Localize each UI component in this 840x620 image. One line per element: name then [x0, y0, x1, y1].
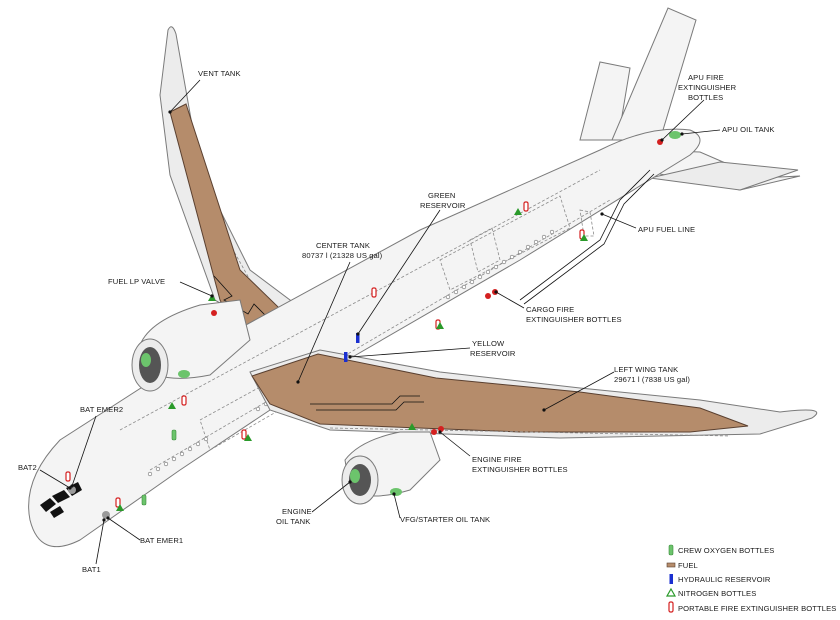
legend-nitrogen-swatch	[665, 587, 677, 597]
right-engine	[131, 299, 251, 392]
label-cargo-fire-1: CARGO FIRE	[526, 305, 574, 314]
label-cargo-fire-2: EXTINGUISHER BOTTLES	[526, 315, 622, 324]
label-fuel-lp-valve: FUEL LP VALVE	[108, 277, 165, 286]
label-center-tank-1: CENTER TANK	[316, 241, 370, 250]
label-bat2: BAT2	[18, 463, 37, 472]
label-vent-tank: VENT TANK	[198, 69, 241, 78]
legend-fire-label: PORTABLE FIRE EXTINGUISHER BOTTLES	[678, 604, 836, 613]
legend-hydraulic-label: HYDRAULIC RESERVOIR	[678, 575, 771, 584]
label-yellow-res-2: RESERVOIR	[470, 349, 516, 358]
label-green-res-2: RESERVOIR	[420, 201, 466, 210]
legend-fuel-label: FUEL	[678, 561, 698, 570]
left-wing-fuel-tank	[251, 353, 749, 433]
label-vfg-oil: VFG/STARTER OIL TANK	[400, 515, 490, 524]
legend-fire-swatch	[668, 601, 674, 613]
label-bat-emer2: BAT EMER2	[80, 405, 123, 414]
label-center-tank-2: 80737 l (21328 US gal)	[302, 251, 383, 260]
callout-labels: VENT TANK APU FIRE EXTINGUISHER BOTTLES …	[18, 69, 775, 574]
legend-fuel-swatch	[666, 562, 676, 568]
leader-lines	[39, 79, 721, 565]
label-engine-fire-1: ENGINE FIRE	[472, 455, 522, 464]
legend: CREW OXYGEN BOTTLES FUEL HYDRAULIC RESER…	[665, 544, 836, 613]
label-yellow-res-1: YELLOW	[472, 339, 505, 348]
system-markers	[65, 131, 681, 519]
left-wing	[249, 349, 818, 439]
label-engine-oil-2: OIL TANK	[276, 517, 310, 526]
label-apu-oil-tank: APU OIL TANK	[722, 125, 775, 134]
right-wing	[159, 26, 332, 375]
label-green-res-1: GREEN	[428, 191, 456, 200]
label-engine-oil-1: ENGINE	[282, 507, 312, 516]
legend-nitrogen-label: NITROGEN BOTTLES	[678, 589, 756, 598]
label-bat1: BAT1	[82, 565, 101, 574]
label-apu-fire-3: BOTTLES	[688, 93, 723, 102]
label-left-wing-2: 29671 l (7838 US gal)	[614, 375, 690, 384]
label-left-wing-1: LEFT WING TANK	[614, 365, 678, 374]
label-apu-fire-1: APU FIRE	[688, 73, 724, 82]
label-apu-fire-2: EXTINGUISHER	[678, 83, 737, 92]
label-engine-fire-2: EXTINGUISHER BOTTLES	[472, 465, 568, 474]
legend-oxygen-swatch	[668, 544, 674, 556]
left-engine	[341, 431, 441, 505]
legend-oxygen-label: CREW OXYGEN BOTTLES	[678, 546, 774, 555]
label-apu-fuel-line: APU FUEL LINE	[638, 225, 695, 234]
label-bat-emer1: BAT EMER1	[140, 536, 183, 545]
legend-hydraulic-swatch	[669, 574, 673, 584]
